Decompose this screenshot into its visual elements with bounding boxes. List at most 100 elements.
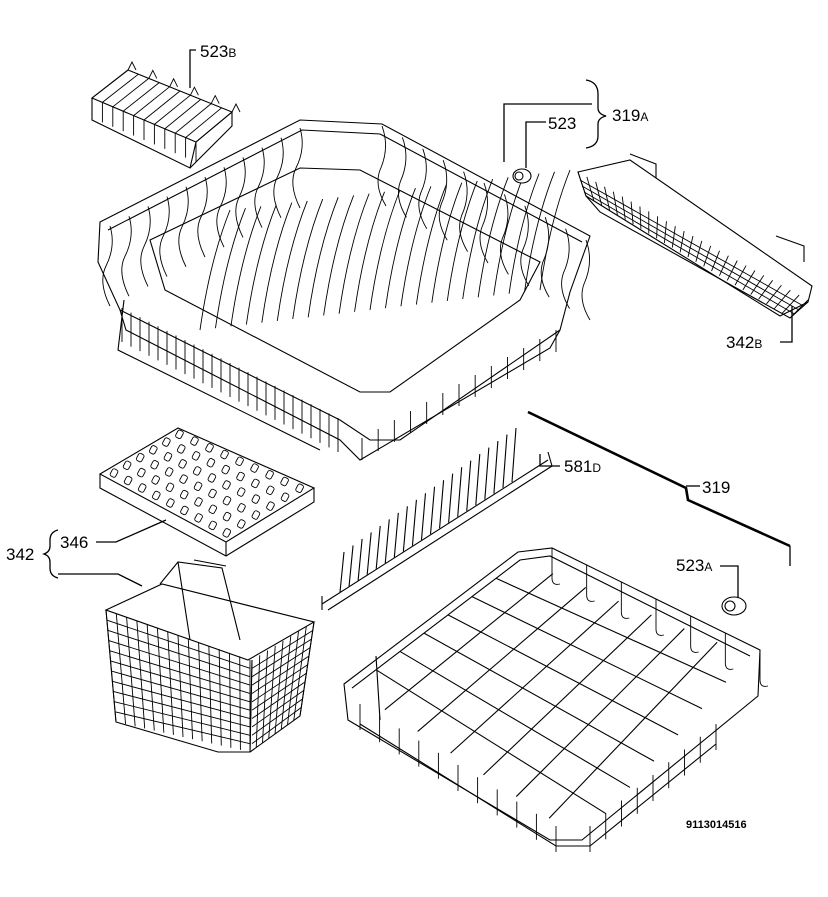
wire-segment	[450, 600, 619, 754]
wire-segment	[293, 626, 307, 721]
wire-segment	[711, 250, 720, 272]
wire-segment	[156, 627, 165, 733]
wire-path	[178, 186, 189, 268]
wire-segment	[439, 480, 445, 529]
part-523b-tine-holder	[90, 60, 241, 169]
wire-path	[323, 195, 355, 316]
wire-segment	[679, 230, 685, 253]
wire-path	[199, 209, 231, 331]
wire-path	[446, 180, 478, 301]
grid-slot	[206, 458, 216, 468]
grid-slot	[280, 492, 290, 502]
wire-path	[197, 176, 208, 258]
grid-slot	[194, 497, 203, 507]
grid-slot	[194, 513, 203, 523]
leader-lines	[41, 49, 793, 598]
wire-path	[307, 197, 339, 318]
wire-segment	[581, 185, 800, 311]
wire-segment	[502, 434, 508, 488]
wire-segment	[251, 707, 302, 744]
grid-slot	[207, 473, 217, 483]
wire-segment	[106, 619, 251, 669]
grid-slot	[235, 456, 244, 466]
wire-segment	[495, 577, 727, 683]
wire-path	[354, 191, 385, 312]
grid-slot	[166, 498, 175, 508]
wire-segment	[251, 664, 308, 703]
wire-segment	[457, 467, 463, 517]
wire-path	[415, 184, 447, 305]
grid-slot	[237, 503, 246, 513]
wire-segment	[447, 614, 679, 736]
wire-path	[431, 182, 463, 303]
wire-path	[655, 599, 665, 636]
wire-segment	[299, 621, 315, 717]
wire-segment	[484, 447, 490, 500]
wire-segment	[483, 614, 652, 776]
grid-slot	[236, 487, 246, 497]
wire-segment	[493, 441, 499, 494]
wire-path	[540, 217, 550, 298]
part-346-cutlery-grid	[98, 427, 316, 557]
wire-path	[121, 216, 132, 297]
wire-segment	[583, 191, 795, 315]
wire-segment	[239, 656, 241, 750]
wire-segment	[251, 698, 303, 736]
lower-basket	[343, 547, 769, 852]
part-342-cutlery-basket	[104, 559, 316, 753]
wire-segment	[255, 655, 261, 748]
wire-segment	[411, 499, 417, 546]
wire-segment	[781, 294, 800, 314]
wire-segment	[228, 652, 232, 748]
grid-slot	[109, 468, 119, 478]
grid-slot	[137, 467, 146, 478]
grid-slot	[236, 471, 245, 482]
wire-segment	[417, 587, 587, 732]
label-342: 342	[6, 545, 34, 564]
wire-segment	[274, 640, 284, 735]
wire-path	[493, 175, 525, 296]
grid-slot	[180, 505, 189, 516]
wire-segment	[471, 596, 703, 710]
wire-path	[690, 616, 699, 653]
wire-segment	[251, 630, 313, 669]
grid-slot	[192, 466, 202, 476]
wire-path	[551, 548, 561, 585]
grid-slot	[208, 488, 217, 499]
wire-segment	[251, 647, 311, 686]
wire-path	[235, 157, 246, 238]
wire-segment	[198, 642, 203, 742]
wire-path	[438, 160, 448, 241]
grid-slot	[280, 476, 289, 487]
wire-path	[508, 173, 540, 294]
grid-slot	[222, 511, 232, 522]
grid-slot	[163, 452, 173, 462]
grid-slot	[122, 460, 132, 470]
wire-segment	[734, 265, 747, 286]
wire-segment	[384, 573, 554, 711]
grid-slot	[251, 494, 261, 504]
wire-segment	[262, 650, 268, 744]
wire-path	[273, 137, 284, 219]
wire-segment	[402, 506, 408, 552]
wire-segment	[154, 94, 191, 125]
wire-path	[215, 208, 246, 329]
grid-slot	[191, 451, 201, 461]
wire-segment	[251, 638, 312, 678]
wire-path	[230, 206, 262, 327]
wire-segment	[126, 617, 136, 727]
wire-segment	[187, 638, 194, 740]
wire-path	[520, 205, 530, 287]
wire-segment	[195, 111, 233, 143]
grid-slot	[251, 510, 261, 520]
wire-segment	[766, 284, 782, 305]
wire-segment	[102, 73, 139, 103]
wire-path	[245, 204, 277, 325]
grid-slot	[176, 444, 186, 454]
wire-path	[276, 200, 308, 321]
grid-slot	[179, 474, 188, 484]
wire-segment	[375, 669, 607, 815]
wire-path	[159, 196, 170, 277]
grid-slot	[221, 464, 230, 475]
